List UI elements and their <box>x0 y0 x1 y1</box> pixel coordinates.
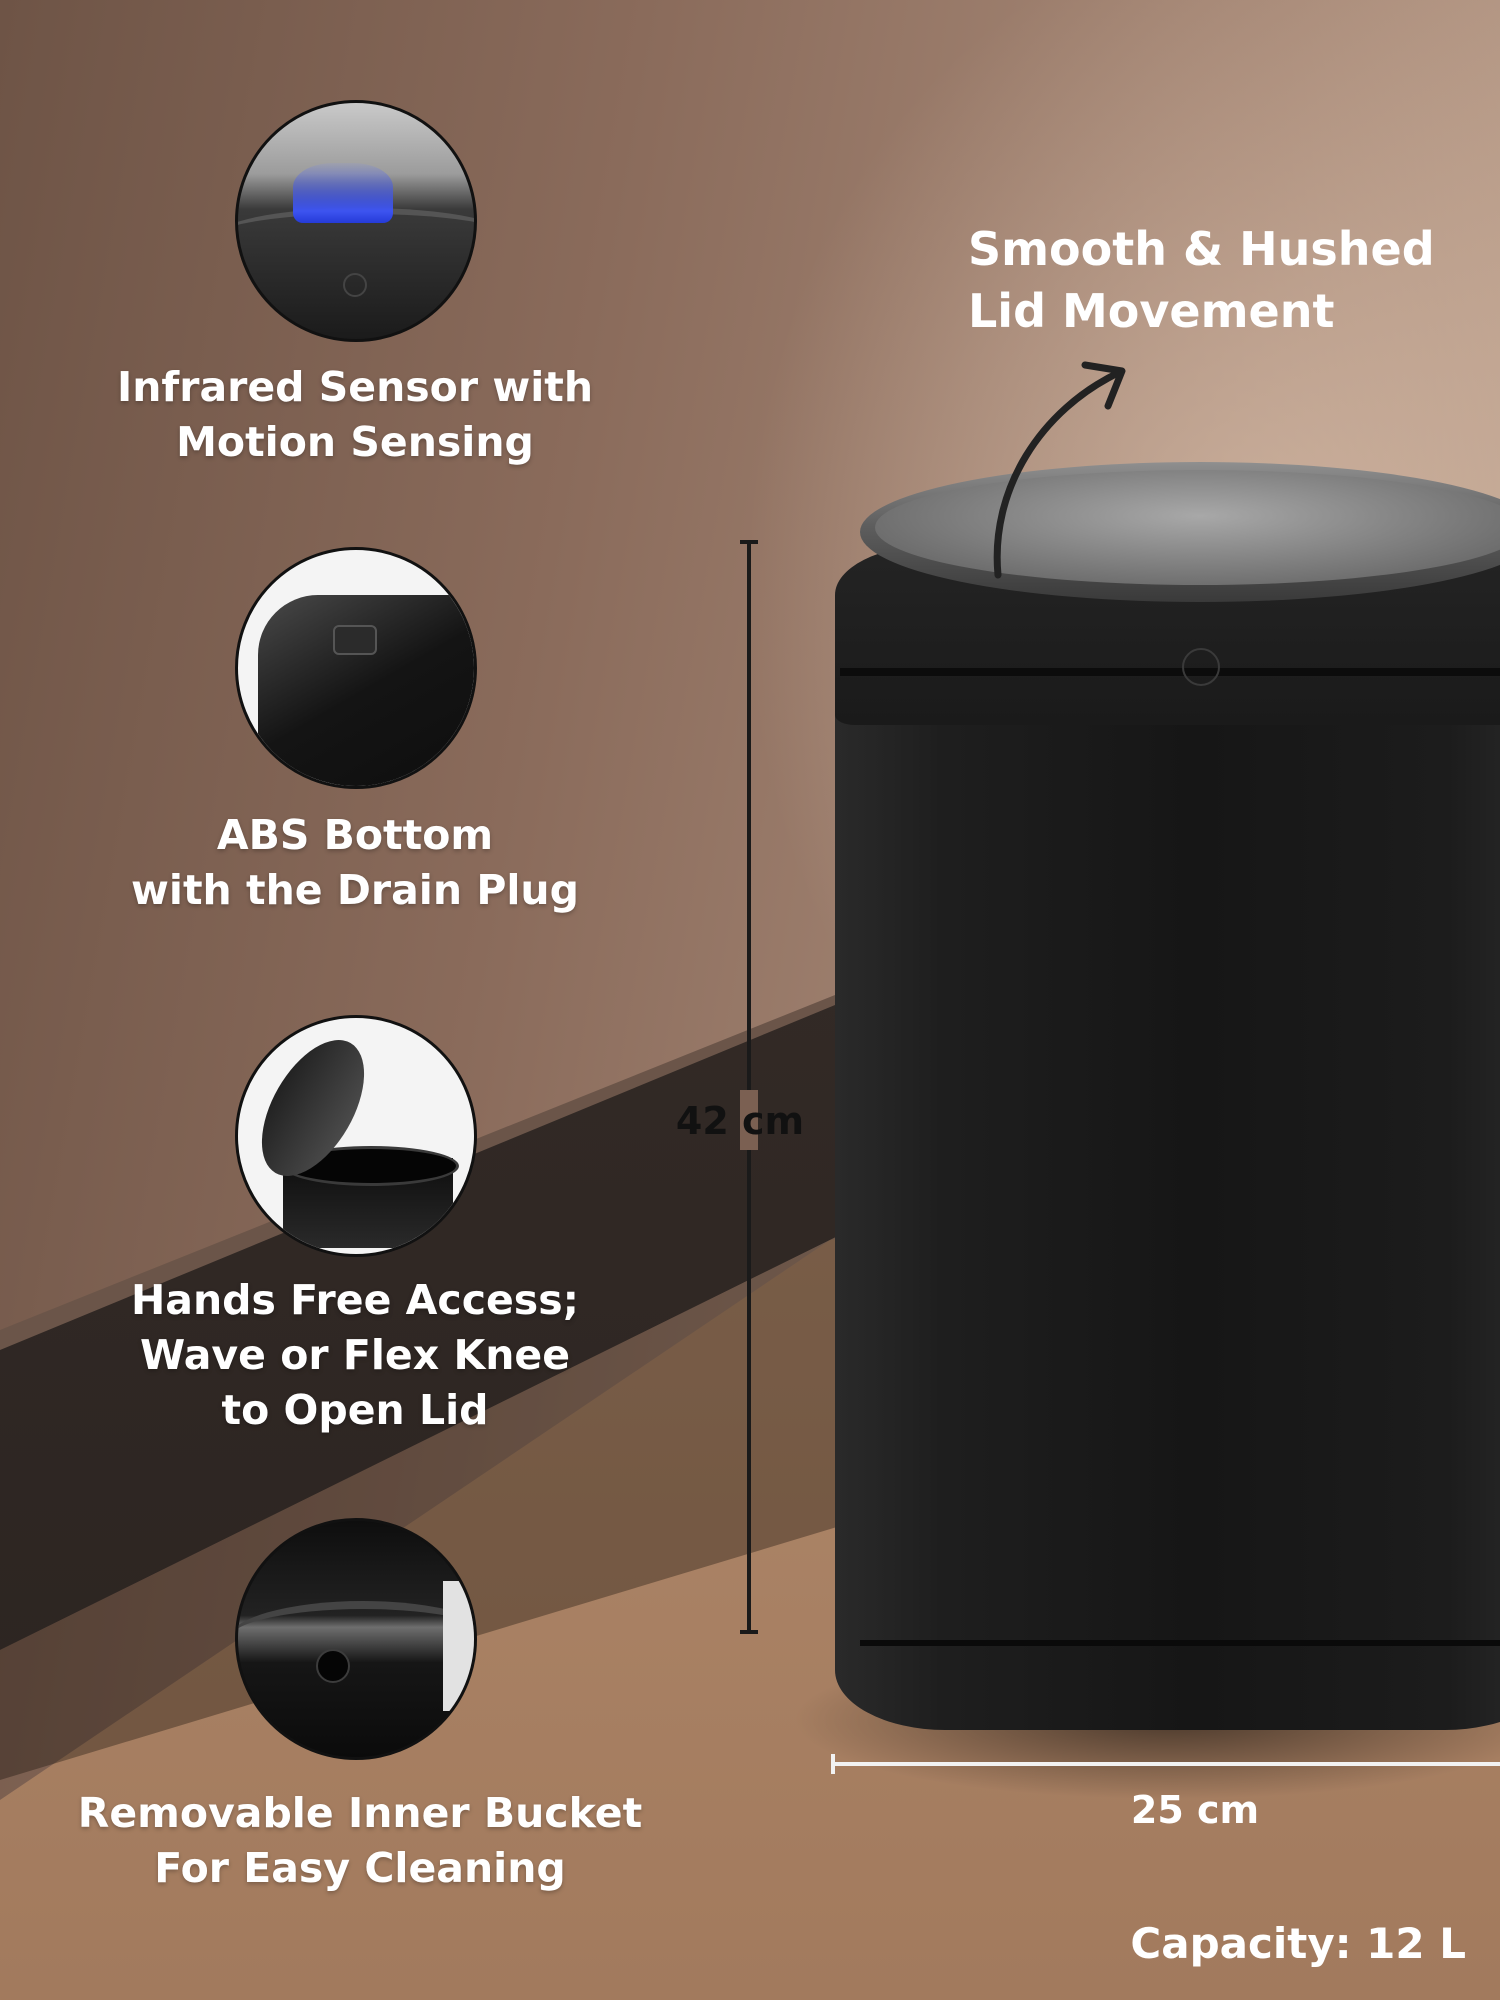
feature-line: with the Drain Plug <box>131 866 579 914</box>
feature-line: Motion Sensing <box>176 418 534 466</box>
feature-caption-hands-free: Hands Free Access; Wave or Flex Knee to … <box>100 1273 610 1438</box>
feature-caption-sensor: Infrared Sensor with Motion Sensing <box>100 360 610 470</box>
width-dimension-line <box>833 1762 1500 1766</box>
headline-line-2: Lid Movement <box>968 284 1335 338</box>
trash-bin-base <box>860 1640 1500 1646</box>
headline-line-1: Smooth & Hushed <box>968 222 1435 276</box>
height-dimension-bottom-cap <box>740 1630 758 1634</box>
feature-line: Hands Free Access; <box>130 1276 580 1324</box>
height-dimension-line <box>747 540 751 1632</box>
height-label: 42 cm <box>675 1099 805 1143</box>
width-dimension-cap <box>831 1754 835 1774</box>
feature-line: to Open Lid <box>221 1386 489 1434</box>
feature-line: Infrared Sensor with <box>116 363 594 411</box>
curved-arrow-icon <box>993 361 1126 579</box>
height-dimension-gap <box>740 1090 758 1150</box>
feature-caption-bottom: ABS Bottom with the Drain Plug <box>100 808 610 918</box>
trash-bin-body <box>835 560 1500 1730</box>
feature-line: Wave or Flex Knee <box>139 1331 571 1379</box>
feature-line: ABS Bottom <box>216 811 494 859</box>
trash-bin-lid-surface <box>875 470 1500 585</box>
abs-bottom-photo <box>235 547 477 789</box>
hands-free-lid-photo <box>235 1015 477 1257</box>
feature-line: For Easy Cleaning <box>154 1844 566 1892</box>
inner-bucket-photo <box>235 1518 477 1760</box>
feature-caption-bucket: Removable Inner Bucket For Easy Cleaning <box>40 1786 680 1896</box>
width-label: 25 cm <box>1130 1788 1260 1832</box>
capacity-label: Capacity: 12 L <box>1130 1919 1466 1968</box>
height-dimension-top-cap <box>740 540 758 544</box>
infrared-sensor-photo <box>235 100 477 342</box>
sensor-icon <box>1182 648 1220 686</box>
headline: Smooth & Hushed Lid Movement <box>968 218 1435 342</box>
trash-bin-seam <box>840 668 1500 676</box>
feature-line: Removable Inner Bucket <box>77 1789 643 1837</box>
